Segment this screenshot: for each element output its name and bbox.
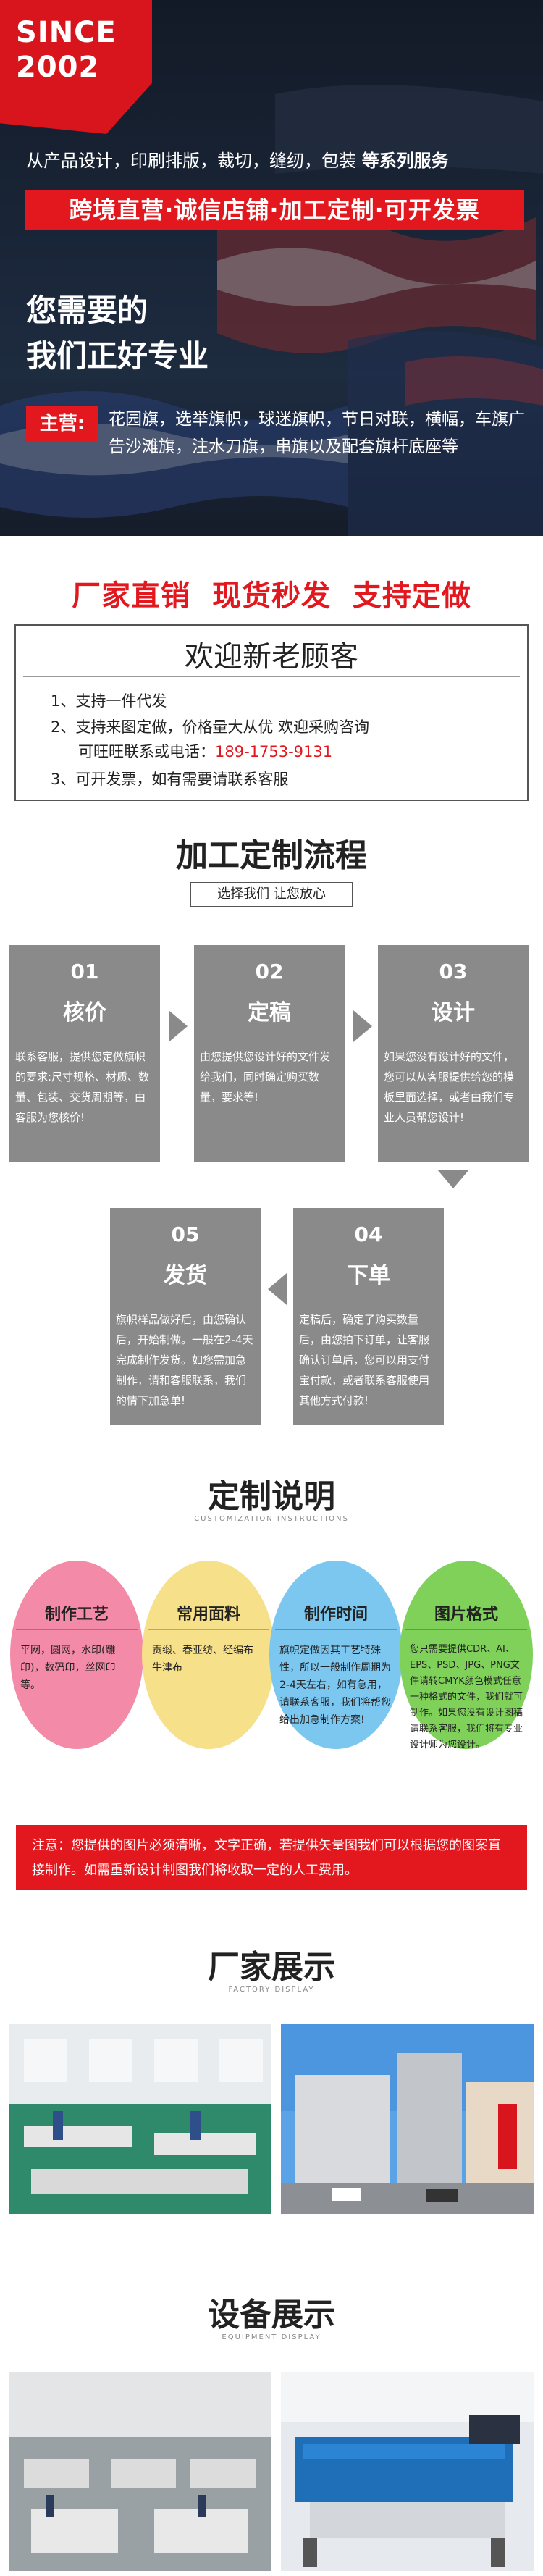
hero-banner: SINCE 2002 从产品设计，印刷排版，裁切，缝纫，包装 等系列服务 跨境直… xyxy=(0,0,543,536)
custom-subtitle: CUSTOMIZATION INSTRUCTIONS xyxy=(194,1515,349,1523)
step-number: 03 xyxy=(439,960,468,983)
step-description: 旗帜样品做好后，由您确认后，开始制做。一般在2-4天完成制作发货。如您需加急制作… xyxy=(116,1313,253,1407)
step-name: 核价 xyxy=(63,1000,106,1025)
circle-title: 图片格式 xyxy=(434,1606,498,1624)
notice-banner: 注意：您提供的图片必须清晰，文字正确，若提供矢量图我们可以根据您的图案直接制作。… xyxy=(16,1825,527,1890)
step-description: 联系客服，提供您定做旗帜的要求:尺寸规格、材质、数量、包装、交货周期等，由客服为… xyxy=(15,1050,150,1124)
services-line: 从产品设计，印刷排版，裁切，缝纫，包装 等系列服务 xyxy=(26,146,533,172)
badge-line-2: 2002 xyxy=(16,51,100,84)
headline-line-1: 您需要的 xyxy=(26,293,148,328)
process-step-03: 03 设计 如果您没有设计好的文件，您可以从客服提供给您的模板里面选择，或者由我… xyxy=(378,945,529,1162)
custom-circle-time: 制作时间 旗帜定做因其工艺特殊性，所以一般制作周期为2-4天左右，如有急用，请联… xyxy=(269,1561,403,1749)
highlight-banner: 跨境直营·诚信店铺·加工定制·可开发票 xyxy=(25,190,524,230)
factory-exterior-image xyxy=(281,2024,534,2214)
factory-photo-exterior xyxy=(281,2024,534,2214)
welcome-box: 欢迎新老顾客 1、支持一件代发 2、支持来图定做，价格量大从优 欢迎采购咨询 可… xyxy=(14,624,529,801)
arrow-down-icon xyxy=(437,1170,469,1188)
custom-circle-format: 图片格式 您只需要提供CDR、AI、EPS、PSD、JPG、PNG文件请转CMY… xyxy=(400,1561,533,1750)
equipment-subtitle: EQUIPMENT DISPLAY xyxy=(222,2333,321,2341)
step-number: 04 xyxy=(354,1222,383,1246)
arrow-right-icon xyxy=(353,1010,372,1042)
circle-title: 制作时间 xyxy=(303,1606,368,1624)
step-description: 如果您没有设计好的文件，您可以从客服提供给您的模板里面选择，或者由我们专业人员帮… xyxy=(384,1050,515,1124)
welcome-title: 欢迎新老顾客 xyxy=(185,640,358,674)
factory-title: 厂家展示 xyxy=(208,1949,335,1986)
sewing-room-image xyxy=(9,2372,272,2571)
step-number: 02 xyxy=(255,960,284,983)
equipment-photo-sewing xyxy=(9,2372,272,2571)
circle-title: 常用面料 xyxy=(176,1606,240,1624)
process-step-02: 02 定稿 由您提供您设计好的文件发给我们，同时确定购买数量，要求等! xyxy=(194,945,345,1162)
badge-line-1: SINCE xyxy=(16,16,117,49)
step-name: 设计 xyxy=(432,1000,475,1025)
circle-text: 您只需要提供CDR、AI、EPS、PSD、JPG、PNG文件请转CMYK颜色模式… xyxy=(410,1644,523,1750)
welcome-item-3: 3、可开发票，如有需要请联系客服 xyxy=(51,771,289,788)
phone-number[interactable]: 189-1753-9131 xyxy=(215,743,333,760)
welcome-item-1: 1、支持一件代发 xyxy=(51,692,167,710)
headline-line-2: 我们正好专业 xyxy=(26,338,209,374)
custom-title: 定制说明 xyxy=(208,1478,335,1515)
step-description: 定稿后，确定了购买数量后，由您拍下订单，让客服确认订单后，您可以用支付宝付款，或… xyxy=(299,1313,430,1407)
step-description: 由您提供您设计好的文件发给我们，同时确定购买数量，要求等! xyxy=(200,1050,331,1104)
circle-text: 旗帜定做因其工艺特殊性，所以一般制作周期为2-4天左右，如有急用，请联系客服，我… xyxy=(279,1645,391,1726)
step-number: 05 xyxy=(171,1222,200,1246)
welcome-item-2: 2、支持来图定做，价格量大从优 欢迎采购咨询 xyxy=(51,718,370,736)
custom-circle-fabric: 常用面料 贡缎、春亚纺、经编布 牛津布 xyxy=(142,1561,275,1749)
main-products-text: 花园旗，选举旗帜，球迷旗帜，节日对联，横幅，车旗广告沙滩旗，注水刀旗，串旗以及配… xyxy=(109,410,525,456)
main-products-label: 主营: xyxy=(26,406,98,442)
process-subtitle-pill: 选择我们 让您放心 xyxy=(190,882,353,907)
step-number: 01 xyxy=(70,960,99,983)
services-prefix: 从产品设计，印刷排版，裁切，缝纫，包装 xyxy=(26,151,362,171)
services-bold: 等系列服务 xyxy=(361,151,449,171)
step-name: 下单 xyxy=(347,1263,390,1288)
circle-title: 制作工艺 xyxy=(44,1606,109,1624)
divider xyxy=(148,1629,269,1630)
divider xyxy=(275,1629,397,1630)
process-title: 加工定制流程 xyxy=(176,837,367,874)
promo-title: 厂家直销 现货秒发 支持定做 xyxy=(72,579,471,613)
divider xyxy=(405,1629,527,1630)
arrow-left-icon xyxy=(268,1273,287,1305)
circle-text: 平网，圆网，水印(雕印)，数码印，丝网印等。 xyxy=(20,1645,116,1691)
process-step-05: 05 发货 旗帜样品做好后，由您确认后，开始制做。一般在2-4天完成制作发货。如… xyxy=(110,1208,261,1425)
process-step-01: 01 核价 联系客服，提供您定做旗帜的要求:尺寸规格、材质、数量、包装、交货周期… xyxy=(9,945,160,1162)
contact-prefix: 可旺旺联系或电话： xyxy=(78,743,215,760)
divider xyxy=(16,1629,138,1630)
circle-text: 贡缎、春亚纺、经编布 牛津布 xyxy=(152,1645,253,1674)
factory-photo-interior xyxy=(9,2024,272,2214)
process-step-04: 04 下单 定稿后，确定了购买数量后，由您拍下订单，让客服确认订单后，您可以用支… xyxy=(293,1208,444,1425)
factory-interior-image xyxy=(9,2024,272,2214)
welcome-item-contact: 可旺旺联系或电话：189-1753-9131 xyxy=(78,740,332,762)
factory-subtitle: FACTORY DISPLAY xyxy=(228,1986,315,1994)
equipment-title: 设备展示 xyxy=(208,2296,335,2333)
custom-circle-craft: 制作工艺 平网，圆网，水印(雕印)，数码印，丝网印等。 xyxy=(10,1561,143,1749)
arrow-right-icon xyxy=(169,1010,188,1042)
step-name: 定稿 xyxy=(248,1000,291,1025)
equipment-photo-printer xyxy=(281,2372,534,2571)
step-name: 发货 xyxy=(164,1263,207,1288)
printer-machine-image xyxy=(281,2372,534,2571)
divider xyxy=(23,676,520,677)
